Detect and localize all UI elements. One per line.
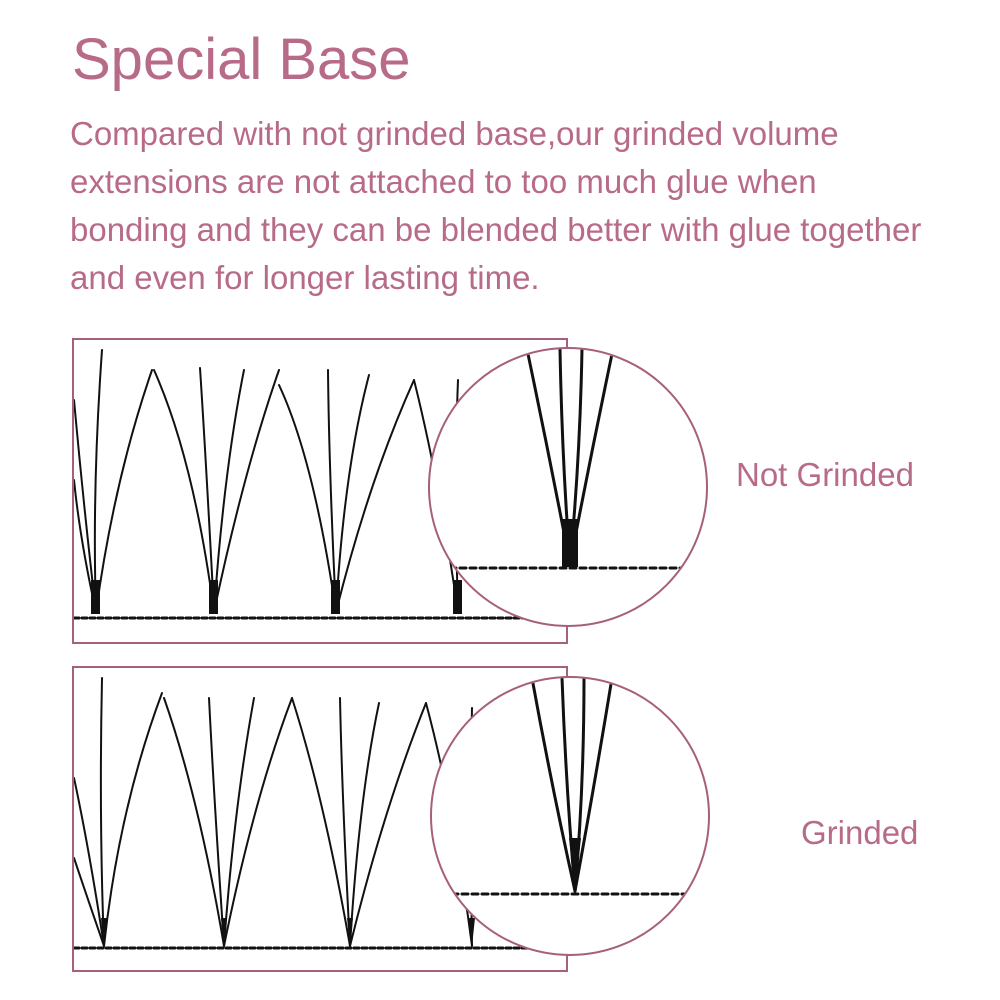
not-grinded-lash-strip-image <box>74 349 566 620</box>
description-text: Compared with not grinded base,our grind… <box>70 115 922 296</box>
not-grinded-label: Not Grinded <box>736 456 914 493</box>
not-grinded-zoom-image <box>448 349 692 570</box>
grinded-zoom-circle <box>430 676 710 956</box>
grinded-zoom-image <box>450 678 694 896</box>
page-title: Special Base <box>72 27 411 92</box>
grinded-label: Grinded <box>801 814 919 851</box>
not-grinded-zoom-circle <box>428 347 708 627</box>
